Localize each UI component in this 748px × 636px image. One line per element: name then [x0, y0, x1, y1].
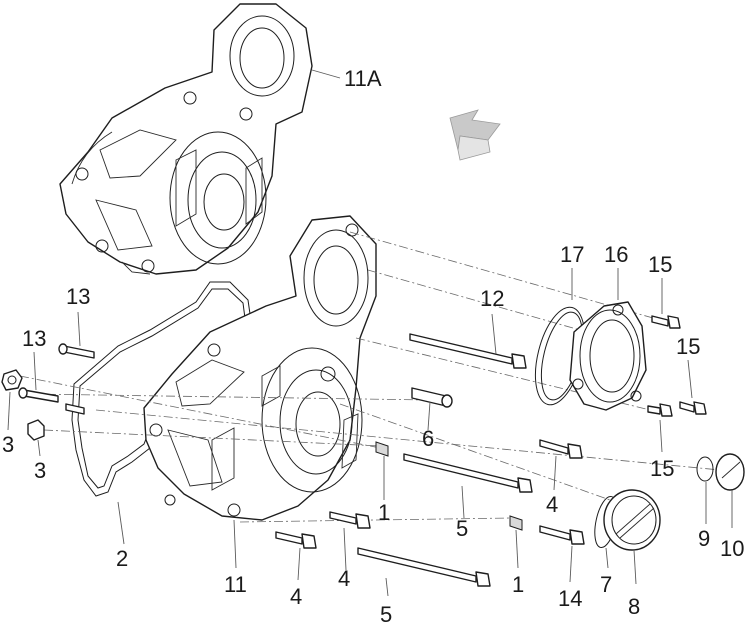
engine-cover-11 [143, 215, 377, 521]
callout-4-left: 4 [290, 584, 302, 609]
bolt-6 [411, 387, 453, 408]
plug-10 [715, 453, 745, 491]
callout-13-upper: 13 [66, 284, 90, 309]
callout-1-lower: 1 [512, 572, 524, 597]
bolt-15-lower [647, 403, 673, 417]
callout-2: 2 [116, 546, 128, 571]
callout-11: 11 [224, 572, 247, 597]
callout-4-middle: 4 [338, 566, 350, 591]
fitting-3-lower [27, 419, 45, 441]
bolt-5-lower [357, 547, 491, 587]
cover-plate-16 [569, 301, 647, 411]
bolt-13-upper [58, 343, 95, 359]
callout-8: 8 [628, 594, 640, 619]
callout-5-lower: 5 [380, 602, 392, 627]
bolt-15-right [679, 401, 707, 415]
assembly-axes [19, 231, 721, 523]
leader-lines [7, 69, 733, 597]
long-bolt-12 [409, 333, 527, 369]
bolt-4-left [275, 531, 317, 549]
engine-cover-11A [59, 3, 313, 275]
callout-12: 12 [480, 286, 504, 311]
callout-3-upper: 3 [2, 432, 14, 457]
plug-cap-8 [603, 489, 661, 551]
bolt-5-upper [403, 453, 533, 493]
direction-arrow-icon [449, 109, 501, 161]
bolt-4-middle [329, 511, 371, 529]
callout-11A: 11A [344, 66, 382, 91]
callout-9: 9 [698, 526, 710, 551]
o-ring-9 [696, 456, 714, 482]
callout-labels: 11A 17 16 15 15 15 12 13 13 3 3 2 11 4 4… [2, 66, 744, 627]
callout-15-top: 15 [648, 252, 672, 277]
fitting-3-upper [1, 369, 23, 391]
bolt-15-top [651, 315, 681, 329]
callout-10: 10 [720, 536, 744, 561]
dowel-pin-1-lower [509, 515, 523, 531]
bolt-14 [539, 525, 585, 545]
callout-1-upper: 1 [378, 500, 390, 525]
callout-3-lower: 3 [34, 458, 46, 483]
callout-7: 7 [600, 572, 612, 597]
callout-14: 14 [558, 586, 582, 611]
callout-13-lower: 13 [22, 326, 46, 351]
callout-15-lower: 15 [650, 456, 674, 481]
callout-5-upper: 5 [456, 516, 468, 541]
callout-4-right: 4 [546, 492, 558, 517]
bolt-4-right [539, 439, 583, 459]
callout-17: 17 [560, 242, 584, 267]
callout-6: 6 [422, 426, 434, 451]
callout-15-right: 15 [676, 334, 700, 359]
dowel-pin-1-upper [375, 441, 389, 457]
bolt-13-lower [18, 387, 85, 415]
callout-16: 16 [604, 242, 628, 267]
